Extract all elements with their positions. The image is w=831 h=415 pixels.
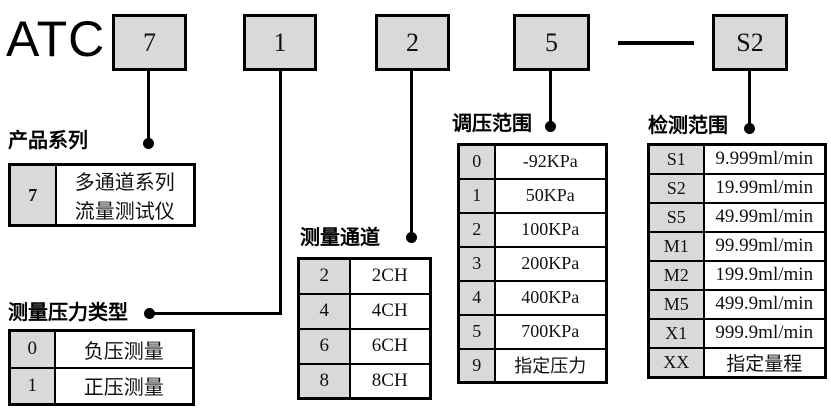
code-cell: S2	[647, 172, 705, 204]
connector-channels-dot	[406, 232, 417, 243]
code-box-series: 7	[112, 14, 187, 71]
label-pressure-type: 测量压力类型	[8, 302, 128, 324]
label-series: 产品系列	[8, 130, 88, 152]
connector-channels-line	[410, 71, 413, 236]
code-box-pressure-range: 5	[513, 14, 590, 71]
code-cell: X1	[647, 317, 705, 349]
code-cell: 0	[457, 143, 496, 180]
connector-pressure-type-hline	[150, 312, 282, 315]
desc-cell: 正压测量	[53, 366, 195, 406]
desc-cell: 999.9ml/min	[702, 317, 827, 349]
code-cell: 5	[457, 313, 496, 350]
desc-cell: 50KPa	[493, 177, 608, 214]
connector-detect-range-dot	[744, 123, 755, 134]
desc-cell: 多通道系列 流量测试仪	[54, 163, 196, 227]
code-cell: S1	[647, 143, 705, 175]
desc-cell: -92KPa	[493, 143, 608, 180]
connector-series-dot	[143, 138, 154, 149]
desc-cell: 100KPa	[493, 211, 608, 248]
label-detect-range: 检测范围	[648, 115, 728, 137]
desc-cell: 4CH	[348, 292, 432, 330]
dash-separator	[618, 41, 694, 45]
connector-detect-range-line	[748, 71, 751, 126]
desc-cell: 400KPa	[493, 279, 608, 316]
desc-cell: 指定压力	[493, 347, 608, 384]
code-cell: 7	[8, 163, 57, 227]
desc-cell: 99.99ml/min	[702, 230, 827, 262]
connector-series-line	[147, 71, 150, 143]
code-box-detect-range: S2	[712, 14, 788, 71]
code-cell: 8	[297, 362, 351, 400]
desc-cell: 6CH	[348, 327, 432, 365]
desc-cell: 负压测量	[53, 329, 195, 369]
table-row: 0-92KPa	[457, 143, 608, 180]
code-cell: M5	[647, 288, 705, 320]
desc-cell: 8CH	[348, 362, 432, 400]
code-cell: 0	[8, 329, 56, 369]
code-cell: M2	[647, 259, 705, 291]
code-cell: 9	[457, 347, 496, 384]
desc-cell: 9.999ml/min	[702, 143, 827, 175]
code-cell: 1	[8, 366, 56, 406]
code-cell: M1	[647, 230, 705, 262]
code-cell: S5	[647, 201, 705, 233]
code-cell: 2	[457, 211, 496, 248]
code-cell: XX	[647, 346, 705, 378]
connector-pressure-range-line	[549, 71, 552, 124]
desc-cell: 200KPa	[493, 245, 608, 282]
code-cell: 2	[297, 257, 351, 295]
desc-cell: 19.99ml/min	[702, 172, 827, 204]
desc-cell: 199.9ml/min	[702, 259, 827, 291]
desc-cell: 2CH	[348, 257, 432, 295]
code-cell: 6	[297, 327, 351, 365]
desc-cell: 指定量程	[702, 346, 827, 378]
desc-cell: 499.9ml/min	[702, 288, 827, 320]
connector-pressure-type-dot	[144, 308, 155, 319]
label-channels: 测量通道	[300, 227, 380, 249]
product-name: ATC	[6, 11, 106, 67]
code-cell: 1	[457, 177, 496, 214]
code-box-channels: 2	[375, 14, 450, 71]
code-box-pressure-type: 1	[243, 14, 317, 71]
code-cell: 4	[297, 292, 351, 330]
connector-pressure-type-vline	[279, 71, 282, 315]
code-cell: 3	[457, 245, 496, 282]
label-pressure-range: 调压范围	[452, 113, 532, 135]
connector-pressure-range-dot	[545, 121, 556, 132]
code-cell: 4	[457, 279, 496, 316]
desc-cell: 700KPa	[493, 313, 608, 350]
desc-cell: 49.99ml/min	[702, 201, 827, 233]
